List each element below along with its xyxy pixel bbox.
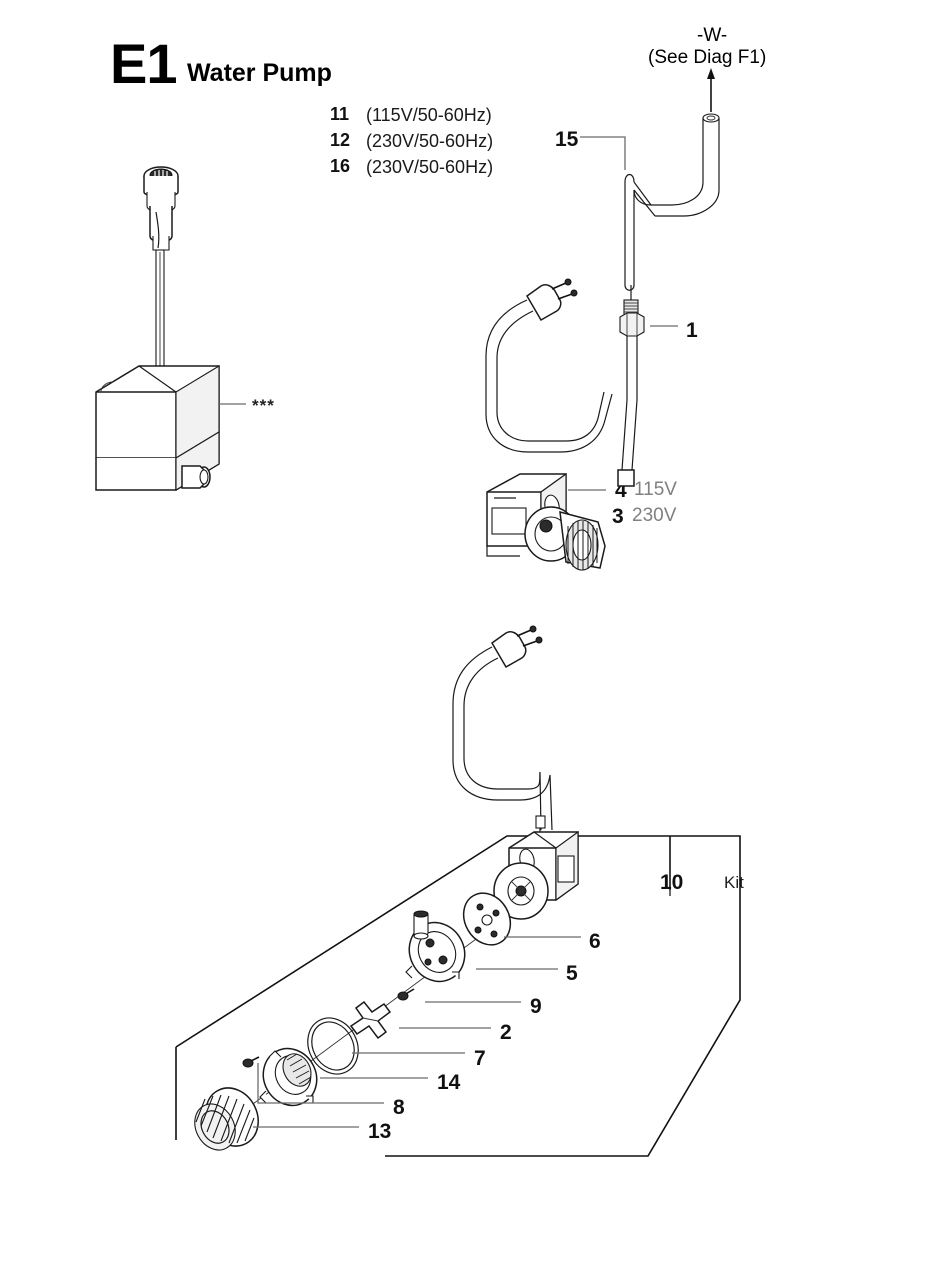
variant-number-2: 16 xyxy=(330,156,351,176)
variant-spec-2: (230V/50-60Hz) xyxy=(366,157,494,177)
callout-kit-number: 10 xyxy=(660,871,684,894)
callout-pump-230v-number: 3 xyxy=(612,505,624,528)
exploded-pump-assembly xyxy=(194,815,671,1151)
impeller-2 xyxy=(349,1000,392,1040)
variant-spec-0: (115V/50-60Hz) xyxy=(366,105,492,125)
seal-8 xyxy=(242,1053,312,1087)
callout-seal: 8 xyxy=(393,1096,405,1119)
cooling-fan-13 xyxy=(194,1087,259,1151)
kit-label: Kit xyxy=(724,873,744,892)
motor-end-cap-14 xyxy=(259,1047,318,1107)
power-cord-bottom xyxy=(452,625,553,831)
diagram-reference-code: -W- xyxy=(697,25,728,46)
oring-7 xyxy=(307,1017,359,1075)
callout-pump-115v-number: 4 xyxy=(615,479,627,502)
asterisk-marker: *** xyxy=(252,396,275,415)
hose-assembly-15 xyxy=(580,68,720,291)
callout-screw: 9 xyxy=(530,995,542,1018)
callout-flange-plate: 6 xyxy=(589,930,601,953)
screw-9 xyxy=(397,988,415,1001)
variant-number-0: 11 xyxy=(330,104,350,124)
callout-hose: 15 xyxy=(555,128,579,151)
page-title: Water Pump xyxy=(187,59,332,87)
page-title-code: E1 xyxy=(110,32,177,95)
callout-oring: 7 xyxy=(474,1047,486,1070)
hose-fitting-1 xyxy=(619,285,678,471)
variant-number-1: 12 xyxy=(330,130,351,150)
variant-spec-1: (230V/50-60Hz) xyxy=(366,131,494,151)
kit-bracket xyxy=(175,835,741,1157)
callout-fitting: 1 xyxy=(686,319,698,342)
callout-fan: 13 xyxy=(368,1120,392,1143)
diagram-reference-note: (See Diag F1) xyxy=(648,47,767,68)
callout-motor-cap: 14 xyxy=(437,1071,461,1094)
callout-pump-115v-voltage: 115V xyxy=(634,479,677,500)
submersible-pump xyxy=(95,166,246,491)
callout-end-bracket: 5 xyxy=(566,962,578,985)
callout-impeller: 2 xyxy=(500,1021,512,1044)
power-cord-top xyxy=(485,278,613,453)
callout-pump-230v-voltage: 230V xyxy=(632,505,677,526)
